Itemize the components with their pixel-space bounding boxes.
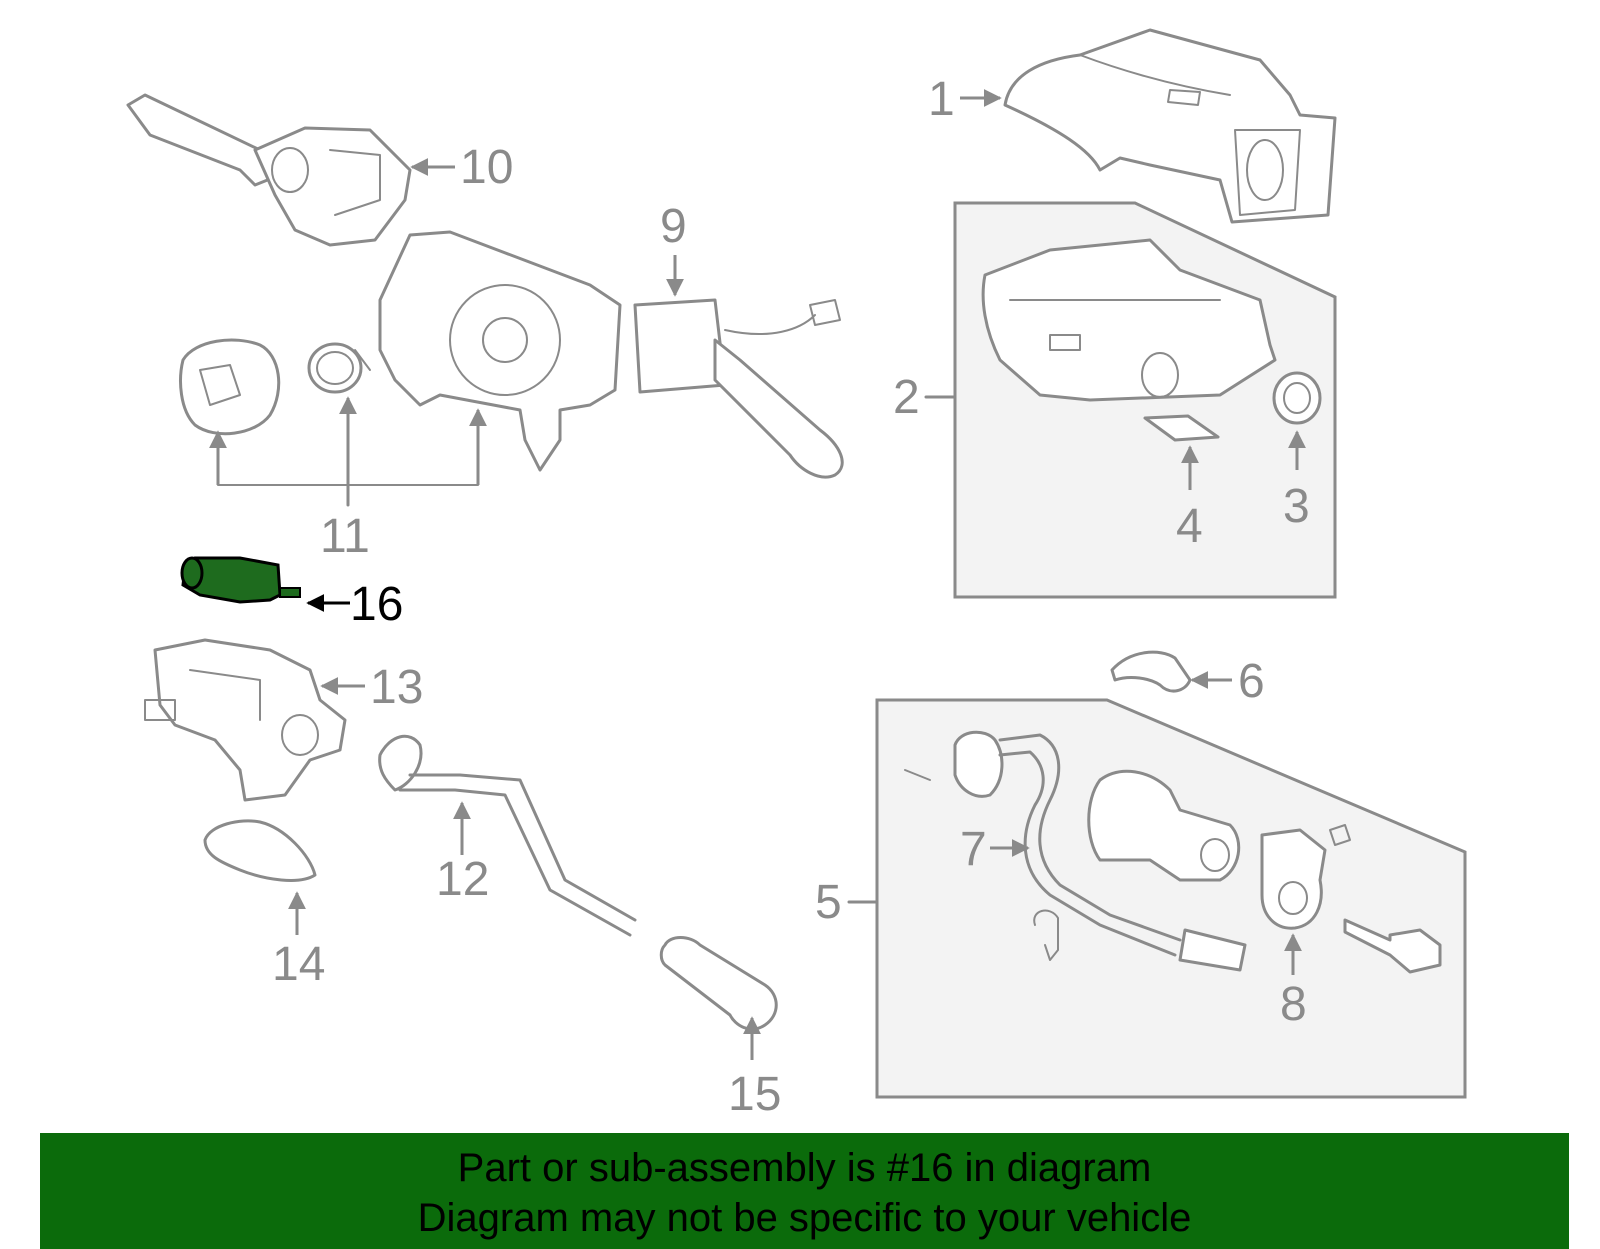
callout-3: 3	[1283, 480, 1310, 533]
callout-14: 14	[272, 938, 325, 991]
part-3-grommet	[1272, 371, 1322, 425]
parts-diagram: 1 2 3 4 10 11	[126, 28, 1467, 1121]
part-7-harness	[998, 733, 1247, 972]
part-11-cable-reel	[179, 230, 622, 472]
callout-7: 7	[960, 823, 987, 876]
callout-1: 1	[928, 73, 955, 126]
callout-10: 10	[460, 141, 513, 194]
callout-11: 11	[320, 510, 370, 563]
part-1-upper-cover	[1003, 28, 1337, 224]
part-15-knob	[659, 936, 778, 1031]
callout-12: 12	[436, 853, 489, 906]
callout-5: 5	[815, 876, 842, 929]
banner-line-1: Part or sub-assembly is #16 in diagram	[457, 1146, 1152, 1190]
part-9-wiper-switch	[633, 298, 844, 479]
banner-line-2: Diagram may not be specific to your vehi…	[417, 1196, 1192, 1240]
info-banner: Part or sub-assembly is #16 in diagram D…	[40, 1133, 1569, 1249]
part-4-label	[1143, 414, 1220, 442]
part-8-lock-cylinder	[1260, 828, 1327, 930]
part-14-cap	[203, 819, 317, 882]
callout-6: 6	[1238, 655, 1265, 708]
callout-4: 4	[1176, 500, 1203, 553]
part-6-lever	[1110, 650, 1192, 693]
callout-9: 9	[660, 200, 687, 253]
callout-8: 8	[1280, 978, 1307, 1031]
part-16-highlighted	[180, 556, 301, 604]
part-12-shift-lever	[378, 734, 637, 937]
part-13-switch-body	[144, 638, 347, 802]
callout-2: 2	[893, 371, 920, 424]
callout-15: 15	[728, 1068, 781, 1121]
part-10-combination-switch	[126, 93, 412, 247]
group-box-5	[875, 698, 1467, 1099]
part-2-lower-cover	[981, 238, 1277, 402]
callout-13: 13	[370, 661, 423, 714]
callout-16: 16	[350, 578, 403, 631]
part-5-lock-assembly	[904, 730, 1442, 974]
